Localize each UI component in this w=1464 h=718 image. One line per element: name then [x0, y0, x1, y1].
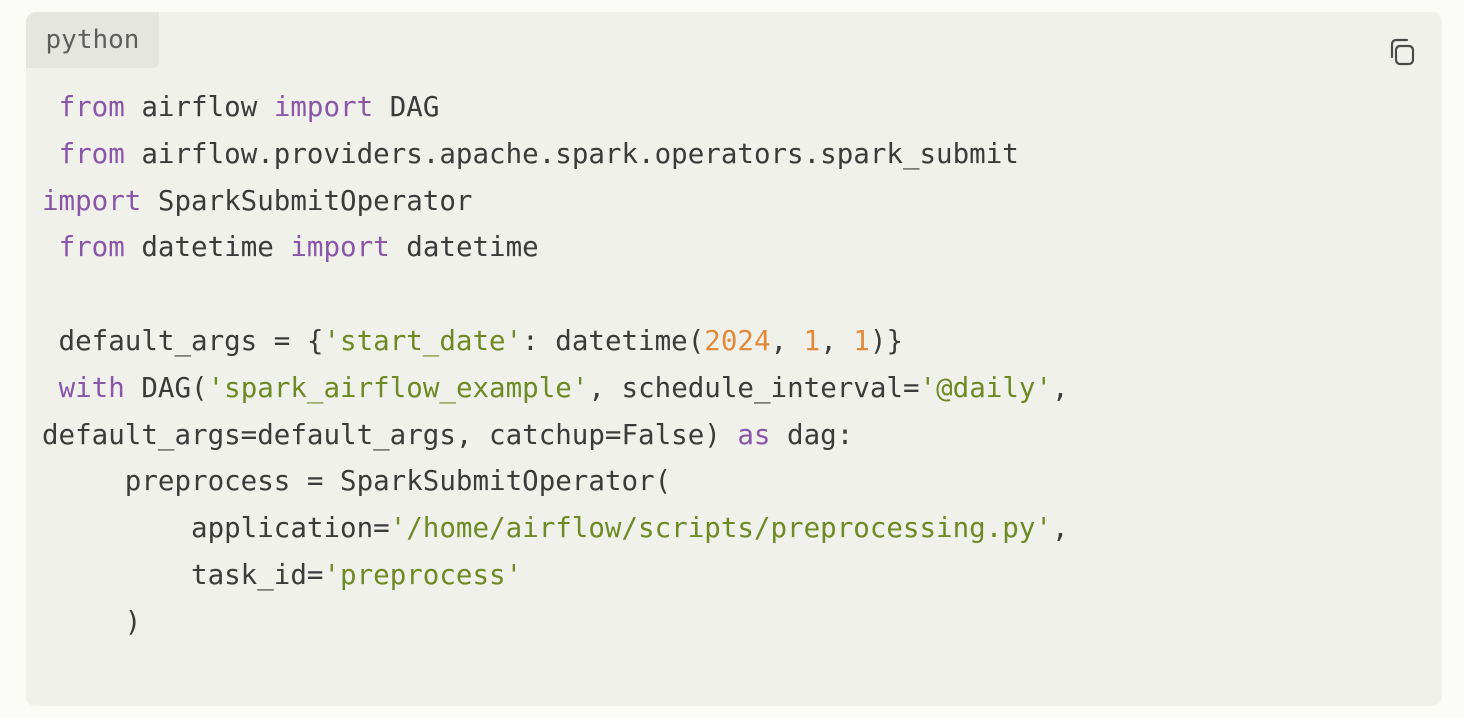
code-string: '/home/airflow/scripts/preprocessing.py' [389, 512, 1052, 545]
code-text: , [1051, 512, 1069, 545]
code-text: ) [42, 605, 142, 638]
code-line: application='/home/airflow/scripts/prepr… [42, 505, 1069, 552]
code-line: from airflow.providers.apache.spark.oper… [42, 131, 1069, 178]
code-number: 1 [853, 324, 870, 357]
code-text: task_id= [42, 558, 324, 591]
code-text [42, 91, 59, 123]
code-number: 2024 [704, 324, 771, 357]
code-text: DAG( [124, 371, 208, 404]
code-text: default_args = { [42, 324, 324, 357]
code-keyword: from [58, 137, 125, 170]
code-text [42, 138, 59, 170]
code-line: from datetime import datetime [42, 224, 1069, 271]
code-line: preprocess = SparkSubmitOperator( [42, 458, 1069, 505]
code-line: default_args=default_args, catchup=False… [42, 412, 1069, 459]
code-line: default_args = {'start_date': datetime(2… [42, 318, 1069, 365]
code-keyword: with [58, 371, 125, 404]
code-keyword: from [58, 91, 125, 123]
code-text [42, 231, 59, 263]
code-number: 1 [803, 324, 821, 357]
code-keyword: import [290, 231, 390, 264]
code-text: DAG [373, 91, 440, 123]
code-keyword: import [273, 91, 374, 123]
code-line: with DAG('spark_airflow_example', schedu… [42, 365, 1069, 412]
code-text: SparkSubmitOperator [141, 184, 473, 217]
code-text: application= [42, 512, 390, 545]
code-text: )} [869, 324, 904, 357]
code-line: from airflow import DAG [42, 84, 1069, 131]
code-text: , [820, 324, 854, 357]
code-text: : datetime( [522, 324, 705, 357]
code-string: 'start_date' [323, 324, 523, 357]
code-text: , schedule_interval= [588, 371, 920, 404]
code-line [42, 271, 1069, 318]
code-text: datetime [124, 231, 291, 264]
code-string: 'preprocess' [323, 558, 523, 591]
code-line: task_id='preprocess' [42, 552, 1069, 599]
code-text: datetime [389, 231, 539, 264]
copy-button[interactable] [1382, 34, 1422, 74]
code-keyword: as [737, 418, 771, 451]
code-text: default_args=default_args, catchup=False… [42, 418, 738, 451]
code-text: preprocess = SparkSubmitOperator( [42, 465, 672, 498]
code-text [42, 372, 59, 404]
code-keyword: import [42, 184, 142, 217]
language-label: python [26, 12, 159, 68]
code-text: , [1052, 371, 1069, 404]
code-block: python from airflow import DAG from airf… [26, 12, 1442, 706]
code-string: 'spark_airflow_example' [207, 371, 589, 404]
code-line: ) [42, 599, 1069, 646]
code-line: import SparkSubmitOperator [42, 178, 1069, 225]
code-string: '@daily' [919, 371, 1052, 404]
code-text: , [770, 324, 804, 357]
code-text: airflow [124, 91, 274, 123]
code-content: from airflow import DAG from airflow.pro… [42, 84, 1069, 646]
copy-icon [1387, 37, 1417, 72]
code-text: dag: [770, 418, 854, 451]
code-keyword: from [58, 231, 125, 264]
code-text: airflow.providers.apache.spark.operators… [124, 137, 1019, 170]
